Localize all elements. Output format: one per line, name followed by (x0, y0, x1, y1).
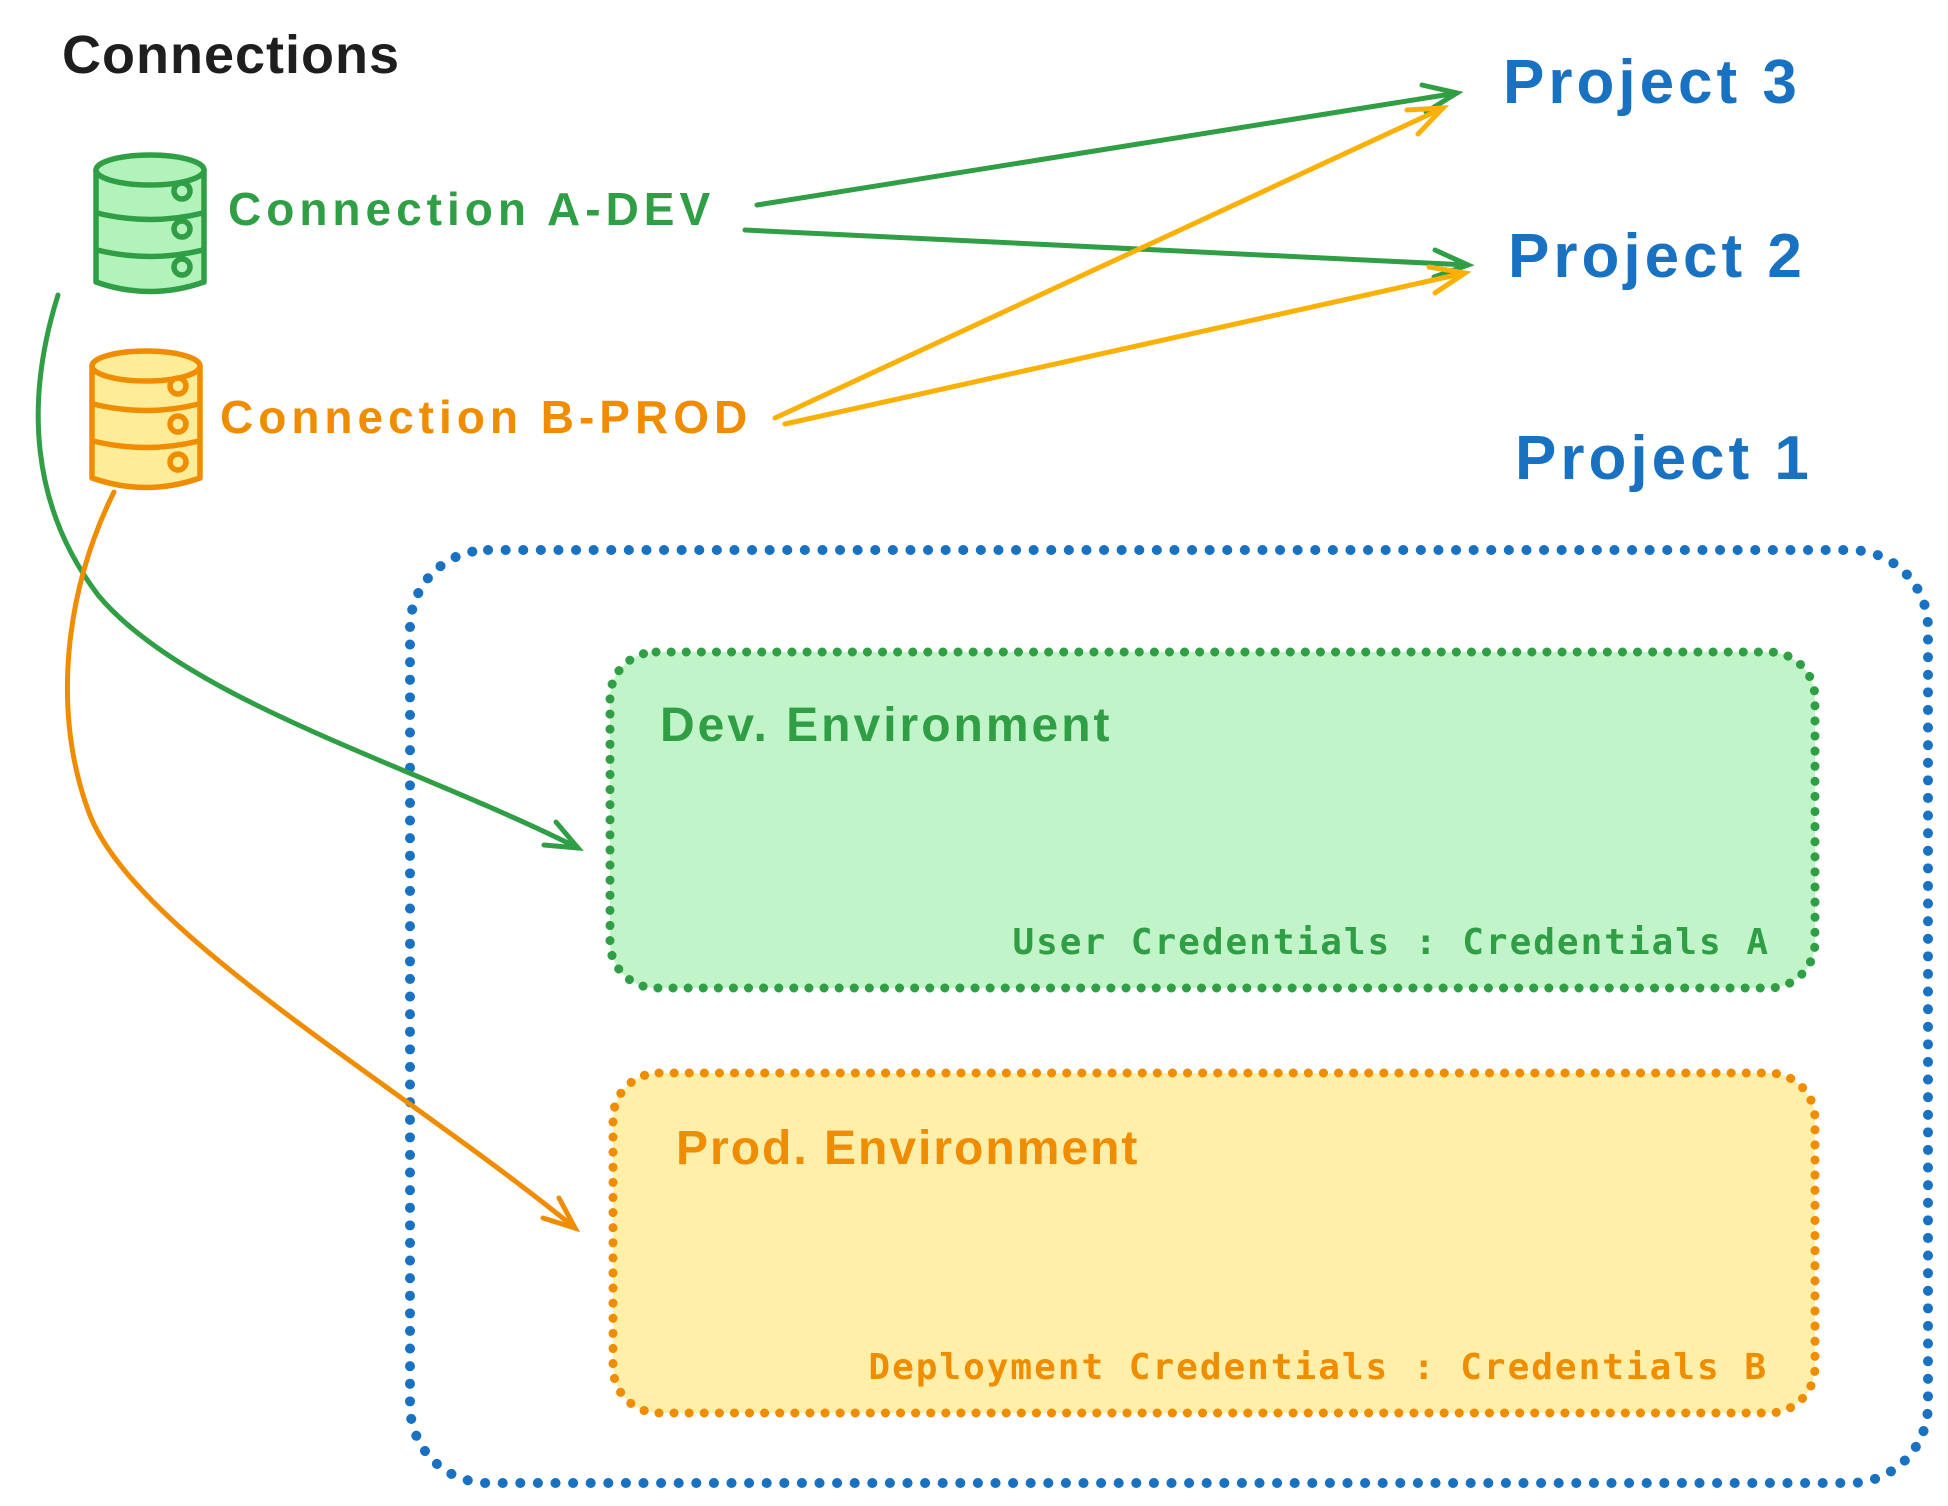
arrow-a-dev-to-project-3 (754, 82, 1464, 208)
prod-environment-box (608, 1068, 1820, 1418)
arrow-b-prod-to-prod-environment (65, 489, 581, 1233)
database-icon-a-dev (93, 152, 207, 295)
dev-environment-box (605, 647, 1820, 993)
arrow-b-prod-to-project-2 (782, 264, 1472, 427)
dev-environment-credentials: User Credentials : Credentials A (1012, 922, 1770, 963)
dev-environment-title: Dev. Environment (660, 699, 1113, 752)
connection-a-dev-label: Connection A-DEV (228, 183, 716, 235)
arrow-b-prod-to-project-3 (772, 105, 1450, 421)
connections-title: Connections (62, 25, 401, 85)
project-3-label: Project 3 (1503, 48, 1801, 117)
project-1-container-box (405, 545, 1933, 1488)
prod-environment-credentials: Deployment Credentials : Credentials B (868, 1347, 1768, 1388)
prod-environment-title: Prod. Environment (676, 1122, 1140, 1175)
arrow-a-dev-to-dev-environment (35, 292, 584, 852)
project-2-label: Project 2 (1508, 222, 1806, 291)
connection-b-prod-label: Connection B-PROD (220, 391, 753, 443)
arrow-a-dev-to-project-2 (742, 227, 1475, 280)
database-icon-b-prod (89, 348, 203, 491)
project-1-label: Project 1 (1515, 424, 1813, 493)
